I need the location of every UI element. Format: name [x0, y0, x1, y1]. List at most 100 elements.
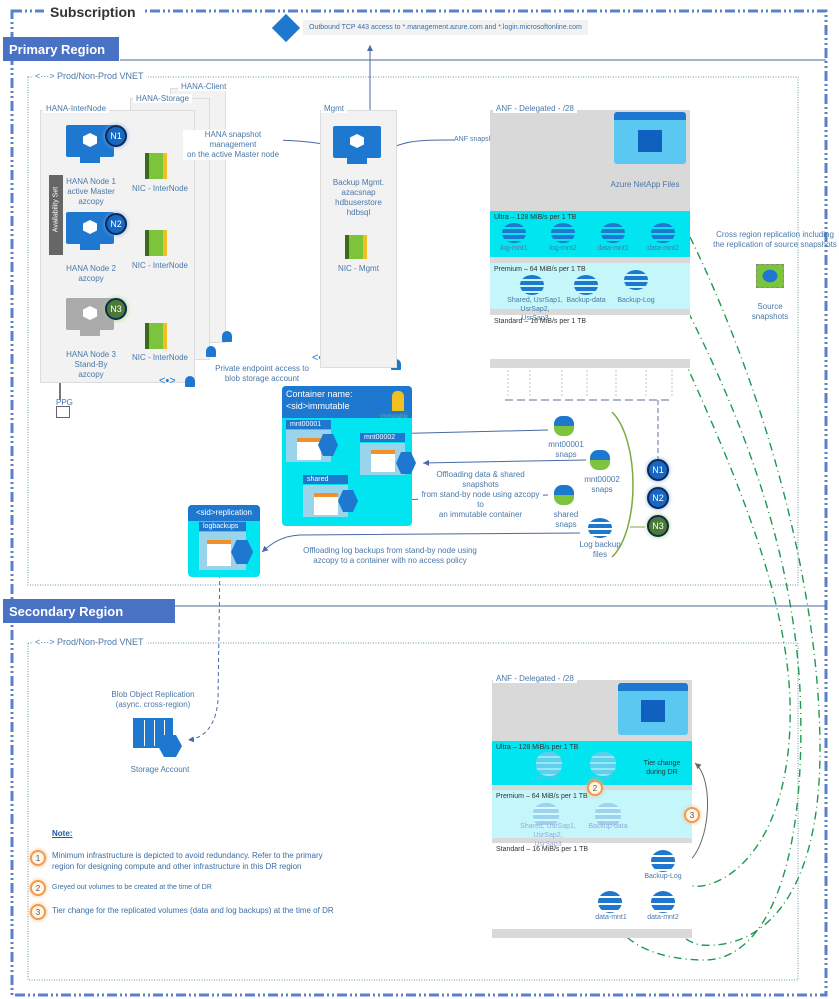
- crr-line-2: [662, 236, 821, 947]
- folder-tab-logbackups[interactable]: logbackups: [199, 522, 246, 531]
- snap-bracket: [611, 411, 634, 558]
- mnt00002-arrow: [422, 459, 587, 466]
- folder-icon: [297, 438, 321, 460]
- snapshot-icon: [590, 450, 610, 470]
- disk-icon: [598, 891, 622, 913]
- greyed-volume-label: Backup-data: [588, 823, 628, 830]
- greyed-disk-icon: [533, 803, 559, 827]
- log-backup-disk-icon: [588, 518, 612, 538]
- subnet-label-client: HANA-Client: [178, 82, 230, 91]
- tier-change-text: during DR: [646, 768, 678, 776]
- source-snapshots-icon: [756, 264, 784, 288]
- disk-icon: [651, 850, 675, 872]
- immutable-badge: Immutable: [380, 414, 409, 420]
- blob-hex-icon: [231, 540, 253, 564]
- folder-tab-mnt00002[interactable]: mnt00002: [360, 433, 405, 442]
- offload-data-text: from stand-by node using azcopy to: [421, 490, 540, 509]
- tier-premium: [492, 790, 692, 838]
- anf-name: Azure NetApp Files: [610, 180, 680, 189]
- disk-icon: [651, 223, 675, 243]
- hana-snapshot-text: on the active Master node: [186, 150, 280, 159]
- blob-replication-text: Blob Object Replication: [111, 690, 195, 699]
- nsg-lock-icon: [222, 331, 232, 342]
- vnet-label-text: Prod/Non-Prod VNET: [57, 71, 144, 81]
- secondary-vnet-border: [27, 642, 799, 981]
- nic-icon: [145, 153, 167, 179]
- note-number: 2: [30, 880, 46, 896]
- replication-container-header: <sid>replication: [188, 505, 260, 522]
- node-label: HANA Node 1: [66, 177, 116, 186]
- subnet-hana-internode: [40, 110, 195, 383]
- disk-icon: [624, 270, 648, 290]
- snaps-label: mnt00002: [584, 475, 620, 484]
- cube-icon: [83, 306, 97, 320]
- log-backup-arrow: [261, 532, 581, 553]
- tier-standard: [490, 315, 690, 359]
- node-badge-right: N2: [647, 487, 669, 509]
- greyed-disk-icon: [595, 803, 621, 827]
- tier-premium-label: Premium – 64 MiB/s per 1 TB: [496, 793, 588, 800]
- anf-subnet-label: ANF - Delegated - /28: [493, 674, 577, 683]
- folder-tab-mnt00001[interactable]: mnt00001: [286, 420, 331, 429]
- private-endpoint-icon: <•>: [159, 375, 176, 387]
- nic-icon: [145, 230, 167, 256]
- monitor-stand: [347, 158, 367, 164]
- folder-icon: [207, 540, 231, 566]
- subnet-label-internode: HANA-InterNode: [43, 104, 110, 113]
- disk-icon: [520, 275, 544, 295]
- node-badge: N2: [105, 213, 127, 235]
- offload-log-text: Offloading log backups from stand-by nod…: [303, 546, 477, 555]
- node-badge: N3: [105, 298, 127, 320]
- mgmt-label: Backup Mgmt.: [332, 178, 385, 187]
- monitor-stand: [80, 330, 100, 336]
- offload-log-text: azcopy to a container with no access pol…: [313, 556, 467, 565]
- log-backup-label: files: [592, 550, 608, 559]
- availability-set-bar: [49, 175, 63, 255]
- nic-label: NIC - InterNode: [131, 184, 189, 193]
- blob-replication-arrow: [187, 559, 221, 743]
- netapp-logo: [638, 130, 662, 152]
- volume-label: data-mnt1: [595, 914, 627, 921]
- tier-standard-label: Standard – 16 MiB/s per 1 TB: [494, 318, 587, 325]
- crr-line-1: [613, 236, 802, 961]
- subscription-title: Subscription: [44, 4, 142, 20]
- subnet-label-mgmt: Mgmt: [321, 104, 347, 113]
- storage-account-icon[interactable]: [133, 718, 173, 748]
- monitor-stand: [80, 157, 100, 163]
- subnet-label-storage: HANA-Storage: [133, 94, 192, 103]
- disk-icon: [502, 223, 526, 243]
- tier-standard-label: Standard – 16 MiB/s per 1 TB: [496, 846, 589, 853]
- tier-ultra-label: Ultra – 128 MiB/s per 1 TB: [494, 214, 577, 221]
- node-label: HANA Node 2: [66, 264, 116, 273]
- nic-label: NIC - InterNode: [131, 353, 189, 362]
- volume-label: Backup-Log: [644, 873, 682, 880]
- volume-label: Backup-data: [566, 297, 606, 304]
- volume-label: data-mnt2: [647, 245, 679, 252]
- node-label: azcopy: [78, 370, 104, 379]
- node-label: active Master: [67, 187, 115, 196]
- callout-2: 2: [587, 780, 603, 796]
- container-header: <sid>immutable: [286, 400, 350, 411]
- disk-icon: [574, 275, 598, 295]
- cross-region-text: the replication of source snapshots: [713, 240, 837, 249]
- snapshot-icon: [554, 485, 574, 505]
- mgmt-label: azacsnap: [341, 188, 376, 197]
- nsg-lock-icon: [185, 376, 195, 387]
- ppg-icon: [56, 406, 70, 418]
- blob-hex-icon: [396, 452, 416, 474]
- node-label: HANA Node 3: [66, 350, 116, 359]
- disk-icon: [651, 891, 675, 913]
- greyed-disk-icon: [536, 752, 562, 776]
- primary-vnet-label: <···> Prod/Non-Prod VNET: [32, 71, 147, 81]
- cube-icon: [350, 134, 364, 148]
- volume-label: data-mnt1: [597, 245, 629, 252]
- offload-data-text: an immutable container: [438, 510, 523, 519]
- greyed-volume-label: log-mnt2: [590, 776, 614, 782]
- storage-account-label: Storage Account: [130, 765, 190, 774]
- folder-icon: [314, 493, 338, 515]
- crr-line-3: [634, 249, 791, 887]
- offload-data-text: Offloading data & shared snapshots: [436, 470, 525, 489]
- folder-tab-shared[interactable]: shared: [303, 475, 348, 484]
- nic-mgmt-label: NIC - Mgmt: [338, 264, 379, 273]
- volume-label: log-mnt1: [500, 245, 528, 252]
